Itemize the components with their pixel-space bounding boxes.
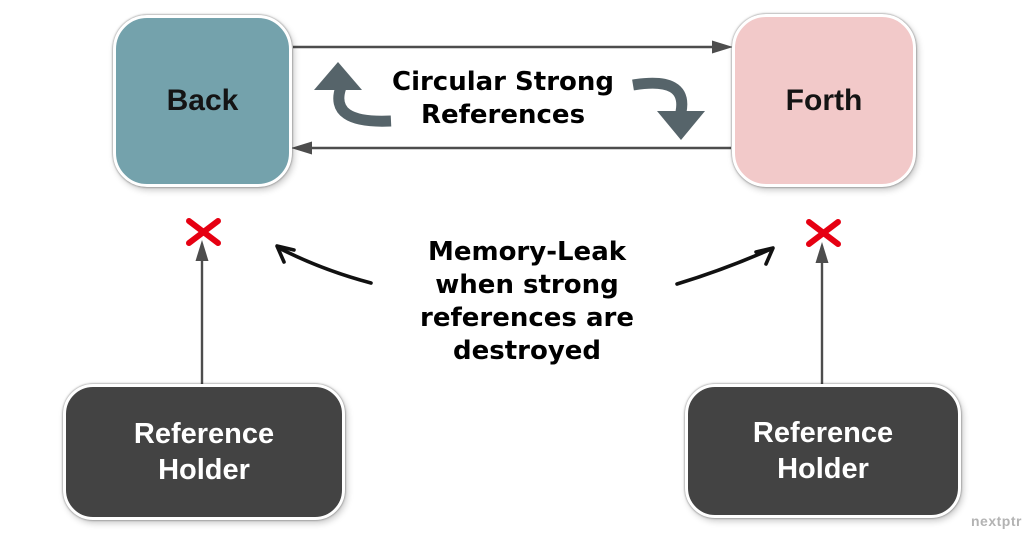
node-back-label: Back [166,84,239,117]
node-reference-holder-right: Reference Holder [685,384,961,518]
node-forth: Forth [732,14,916,187]
circular-label-line2: References [420,100,586,130]
broken-reference-x-right-icon [806,219,841,247]
circular-arrow-counterclockwise-icon [314,62,392,127]
reference-holder-right-label-line2: Holder [777,453,869,485]
node-forth-label: Forth [785,83,863,117]
reference-holder-right-label-line1: Reference [752,417,894,449]
holder-ref-arrow-right-icon [815,242,829,384]
memory-leak-line2: when strong [435,270,619,300]
circular-strong-references-label: Circular Strong References [358,66,648,132]
strong-ref-arrow-bottom-icon [291,141,731,155]
node-reference-holder-left: Reference Holder [63,384,345,520]
reference-holder-left-label-line2: Holder [158,454,250,486]
memory-leak-line1: Memory-Leak [427,237,627,267]
leak-pointer-arrow-right-icon [675,246,775,286]
broken-reference-x-left-icon [186,218,221,246]
nextptr-watermark: nextptr [971,513,1022,529]
memory-leak-line4: destroyed [452,336,602,366]
circular-label-line1: Circular Strong [391,67,615,97]
strong-ref-arrow-top-icon [293,40,733,54]
reference-holder-left-label-line1: Reference [133,418,275,450]
memory-leak-line3: references are [420,303,634,333]
circular-arrow-clockwise-icon [632,77,705,140]
holder-ref-arrow-left-icon [195,240,209,384]
memory-leak-label: Memory-Leak when strong references are d… [407,236,647,368]
leak-pointer-arrow-left-icon [275,244,373,285]
node-back: Back [113,15,292,187]
